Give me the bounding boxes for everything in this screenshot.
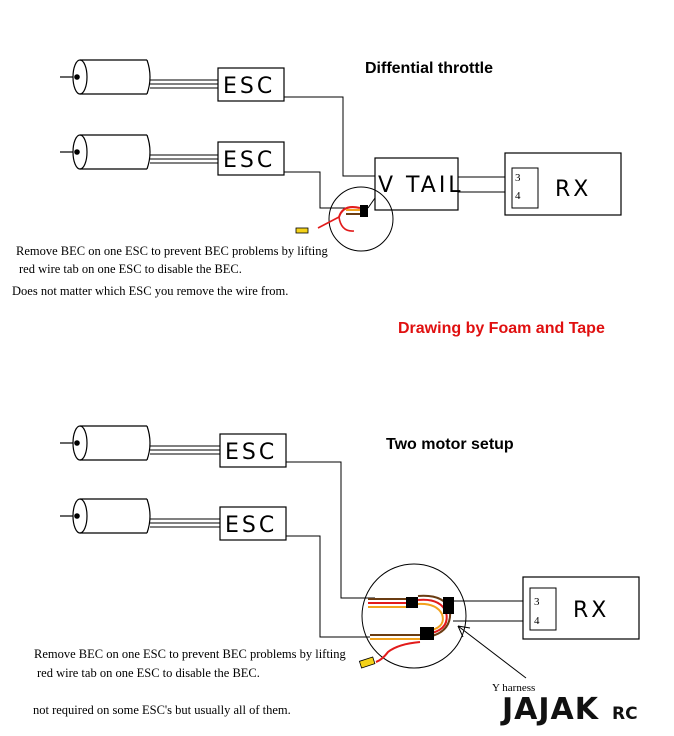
bottom-bec-tab xyxy=(358,656,376,669)
bottom-receiver: 3 4 RX xyxy=(522,576,640,640)
bottom-motor-2 xyxy=(60,498,151,534)
top-esc-2-label: ESC xyxy=(223,148,275,173)
top-note-line-1: Remove BEC on one ESC to prevent BEC pro… xyxy=(16,244,329,258)
top-esc-1: ESC xyxy=(217,67,285,102)
bottom-rx-channel-4: 4 xyxy=(534,615,540,627)
top-rx-channel-3: 3 xyxy=(515,172,521,184)
logo-suffix: RC xyxy=(612,704,638,724)
bottom-motor-1 xyxy=(60,425,151,461)
bottom-motor-1-leads xyxy=(150,445,220,455)
top-rx-label: RX xyxy=(555,177,591,202)
bottom-title: Two motor setup xyxy=(386,436,514,453)
bottom-rx-channel-3: 3 xyxy=(534,596,540,608)
logo-main: JAJAK xyxy=(500,692,600,727)
top-vtail-mixer: V TAIL xyxy=(374,157,464,211)
bottom-esc-2-label: ESC xyxy=(225,513,277,538)
top-vtail-to-rx xyxy=(458,176,512,193)
jajak-rc-logo: JAJAK RC xyxy=(500,692,638,727)
top-vtail-label: V TAIL xyxy=(378,173,464,198)
top-motor-2-leads xyxy=(150,154,218,164)
top-note-line-2: red wire tab on one ESC to disable the B… xyxy=(19,262,242,276)
bottom-motor-2-leads xyxy=(150,518,220,528)
top-title: Diffential throttle xyxy=(365,60,493,77)
bottom-note-line-3: not required on some ESC's but usually a… xyxy=(33,703,291,717)
top-motor-1-leads xyxy=(150,79,218,89)
bottom-signal-wires xyxy=(286,461,528,638)
top-motor-2 xyxy=(60,134,151,170)
top-esc-1-label: ESC xyxy=(223,74,275,99)
top-motor-1 xyxy=(60,59,151,95)
bottom-y-harness-detail xyxy=(358,563,467,669)
bottom-esc-1: ESC xyxy=(219,433,287,468)
bottom-esc-1-label: ESC xyxy=(225,440,277,465)
bottom-esc-2: ESC xyxy=(219,506,287,541)
top-bec-tab xyxy=(295,227,309,234)
top-esc-2: ESC xyxy=(217,141,285,176)
top-signal-wires xyxy=(284,96,376,209)
y-harness-label: Y harness xyxy=(492,682,535,694)
top-note-line-3: Does not matter which ESC you remove the… xyxy=(12,284,288,298)
bottom-note-line-2: red wire tab on one ESC to disable the B… xyxy=(37,666,260,680)
bottom-note-line-1: Remove BEC on one ESC to prevent BEC pro… xyxy=(34,647,347,661)
bottom-rx-label: RX xyxy=(573,598,609,623)
top-rx-channel-4: 4 xyxy=(515,190,521,202)
top-bec-detail xyxy=(295,186,394,252)
drawing-credit: Drawing by Foam and Tape xyxy=(398,320,605,337)
y-harness-pointer xyxy=(457,625,527,679)
top-receiver: 3 4 RX xyxy=(504,152,622,216)
